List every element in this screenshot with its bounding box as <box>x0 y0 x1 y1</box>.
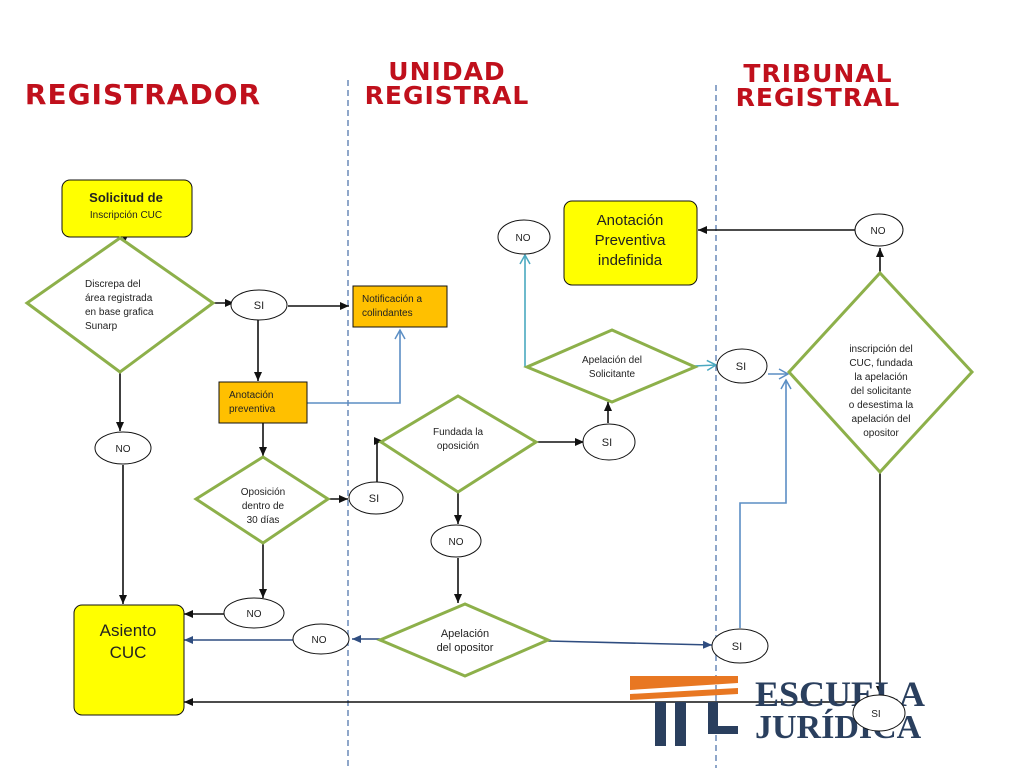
node-oposicion-diamond: Oposición dentro de 30 días <box>193 455 331 545</box>
apelacion-opositor-line-1: Apelación <box>441 628 489 640</box>
node-apelacion-opositor-diamond: Apelación del opositor <box>376 602 552 678</box>
inscripcion-line-3: la apelación <box>854 372 907 383</box>
arrow-apelacion-si <box>547 640 713 649</box>
si-1-label: SI <box>254 300 264 312</box>
anotacion-preventiva-line-1: Anotación <box>229 390 273 401</box>
node-si-2: SI <box>348 481 404 515</box>
node-apelacion-solicitante-diamond: Apelación del Solicitante <box>523 328 699 404</box>
anotacion-indefinida-line-1: Anotación <box>597 212 664 229</box>
no-2-label: NO <box>247 609 262 620</box>
node-si-4: SI <box>711 628 769 664</box>
node-no-2: NO <box>223 597 285 629</box>
asiento-line-1: Asiento <box>100 621 157 640</box>
no-3-label: NO <box>449 537 464 548</box>
arrow-apelacion-solicitante-si <box>693 359 718 372</box>
notificacion-line-2: colindantes <box>362 308 413 319</box>
inscripcion-line-2: CUC, fundada <box>849 358 913 369</box>
node-si-6: SI <box>852 694 906 732</box>
inscripcion-line-7: opositor <box>863 428 899 439</box>
node-asiento-cuc: Asiento CUC <box>73 604 185 716</box>
logo-pillar-2 <box>675 702 686 746</box>
no-1-label: NO <box>116 444 131 455</box>
node-discrepa-diamond: Discrepa del área registrada en base gra… <box>24 236 216 374</box>
node-notificacion: Notificación a colindantes <box>352 285 448 328</box>
no-4-label: NO <box>312 635 327 646</box>
solicitud-line-2: Inscripción CUC <box>90 210 162 221</box>
si-2-label: SI <box>369 493 379 505</box>
si-6-label: SI <box>871 709 880 720</box>
inscripcion-line-4: del solicitante <box>851 386 912 397</box>
anotacion-indefinida-line-2: Preventiva <box>595 232 667 249</box>
node-fundada-diamond: Fundada la oposición <box>378 394 539 494</box>
header-tribunal: TRIBUNAL <box>743 59 892 88</box>
anotacion-preventiva-line-2: preventiva <box>229 404 276 415</box>
discrepa-line-4: Sunarp <box>85 321 118 332</box>
logo-pillar-3 <box>708 702 718 732</box>
apelacion-solicitante-line-2: Solicitante <box>589 369 636 380</box>
node-solicitud: Solicitud de Inscripción CUC <box>61 179 193 238</box>
oposicion-line-1: Oposición <box>241 487 285 498</box>
arrow-si-inscripcion <box>739 378 792 628</box>
anotacion-indefinida-line-3: indefinida <box>598 252 663 269</box>
discrepa-line-2: área registrada <box>85 293 153 304</box>
node-no-3: NO <box>430 524 482 558</box>
oposicion-line-2: dentro de <box>242 501 285 512</box>
logo-orange-bar-1 <box>630 676 738 690</box>
oposicion-line-3: 30 días <box>247 515 280 526</box>
node-inscripcion-diamond: inscripción del CUC, fundada la apelació… <box>786 270 975 475</box>
header-registrador: REGISTRADOR <box>25 78 261 111</box>
no-6-label: NO <box>871 226 886 237</box>
fundada-line-2: oposición <box>437 441 479 452</box>
inscripcion-line-5: o desestima la <box>849 400 914 411</box>
node-no-1: NO <box>94 431 152 465</box>
header-unidad: UNIDAD <box>388 57 505 86</box>
node-si-5: SI <box>716 348 768 384</box>
fundada-line-1: Fundada la <box>433 427 483 438</box>
si-5-label: SI <box>736 361 746 373</box>
discrepa-line-1: Discrepa del <box>85 279 141 290</box>
discrepa-line-3: en base grafica <box>85 307 154 318</box>
arrow-si-fundada <box>374 437 383 484</box>
node-si-3: SI <box>582 423 636 461</box>
si-3-label: SI <box>602 437 612 449</box>
node-no-6: NO <box>854 213 904 247</box>
inscripcion-line-6: apelación del <box>852 414 911 425</box>
connectors <box>116 226 884 706</box>
inscripcion-line-1: inscripción del <box>849 344 912 355</box>
no-5-label: NO <box>516 233 531 244</box>
apelacion-opositor-line-2: del opositor <box>437 642 494 654</box>
logo-orange-bar-2 <box>630 688 738 700</box>
node-anotacion-indefinida: Anotación Preventiva indefinida <box>563 200 698 286</box>
node-no-5: NO <box>497 219 551 255</box>
logo-base <box>708 726 738 734</box>
si-4-label: SI <box>732 641 742 653</box>
logo-pillar-1 <box>655 702 666 746</box>
solicitud-line-1: Solicitud de <box>89 190 163 205</box>
header-unidad-registral: REGISTRAL <box>365 81 530 110</box>
node-anotacion-preventiva: Anotación preventiva <box>218 381 308 424</box>
apelacion-solicitante-line-1: Apelación del <box>582 355 642 366</box>
asiento-line-2: CUC <box>110 643 147 662</box>
header-tribunal-registral: REGISTRAL <box>736 83 901 112</box>
arrow-anotacion-notificacion <box>307 328 406 404</box>
notificacion-line-1: Notificación a <box>362 294 422 305</box>
node-si-1: SI <box>230 289 288 321</box>
node-no-4: NO <box>292 623 350 655</box>
